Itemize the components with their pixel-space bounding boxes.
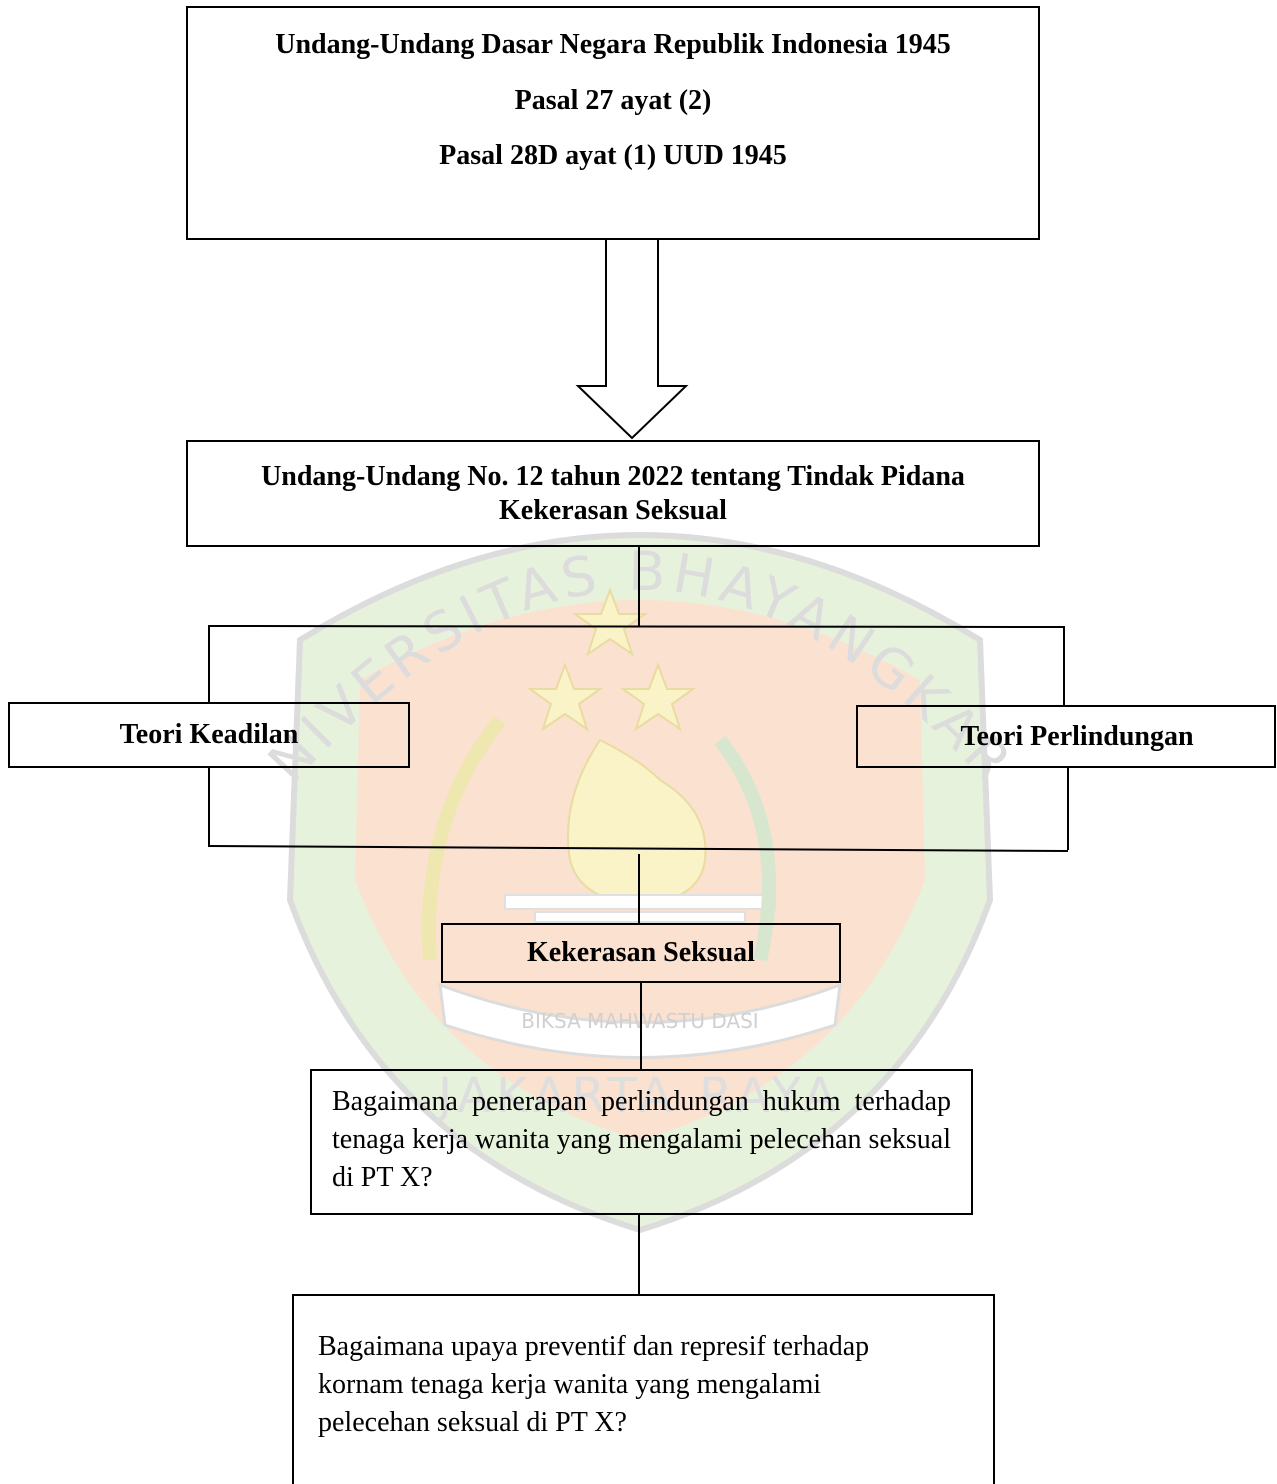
- research-question-2-line-1: Bagaimana upaya preventif dan represif t…: [318, 1331, 870, 1362]
- theory-protection-box: Teori Perlindungan: [856, 705, 1276, 768]
- sexual-violence-label: Kekerasan Seksual: [527, 937, 755, 968]
- research-question-2-box: Bagaimana upaya preventif dan represif t…: [292, 1294, 995, 1484]
- constitution-article-27: Pasal 27 ayat (2): [514, 84, 712, 116]
- research-question-1-text: Bagaimana penerapan perlindungan hukum t…: [332, 1086, 951, 1193]
- constitution-article-28d: Pasal 28D ayat (1) UUD 1945: [439, 140, 787, 172]
- research-question-1-box: Bagaimana penerapan perlindungan hukum t…: [310, 1069, 973, 1215]
- down-arrow: [575, 240, 689, 440]
- research-question-2-line-2: kornam tenaga kerja wanita yang mengalam…: [318, 1369, 822, 1400]
- theory-protection-label: Teori Perlindungan: [960, 721, 1194, 752]
- research-question-2-line-3: pelecehan seksual di PT X?: [318, 1407, 627, 1438]
- theory-justice-label: Teori Keadilan: [119, 719, 299, 750]
- theory-justice-box: Teori Keadilan: [8, 702, 410, 768]
- sexual-violence-box: Kekerasan Seksual: [441, 923, 841, 983]
- constitution-box: Undang-Undang Dasar Negara Republik Indo…: [186, 6, 1040, 240]
- law-title-line2: Kekerasan Seksual: [499, 494, 727, 526]
- connector-top-bar: [207, 625, 1066, 628]
- law-box: Undang-Undang No. 12 tahun 2022 tentang …: [186, 440, 1040, 547]
- constitution-title: Undang-Undang Dasar Negara Republik Indo…: [275, 29, 951, 60]
- law-title-line1: Undang-Undang No. 12 tahun 2022 tentang …: [261, 461, 965, 492]
- connector-bottom-bar: [207, 845, 1069, 852]
